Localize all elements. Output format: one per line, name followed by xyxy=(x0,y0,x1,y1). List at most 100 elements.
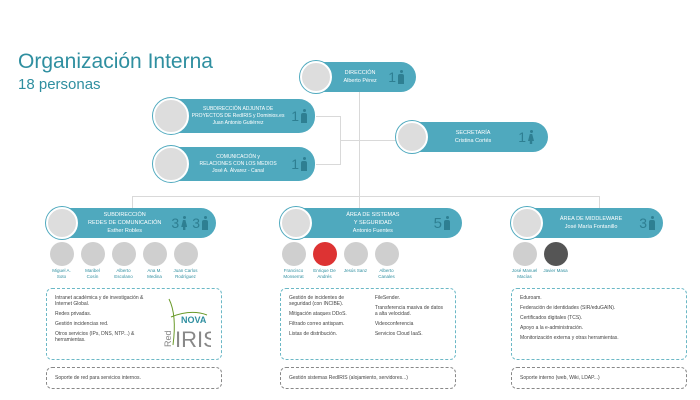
connector-staff-top xyxy=(316,116,341,117)
person-card: Jesús Sanz xyxy=(342,242,369,280)
sistemas-members: Francisco Monserrat Enrique De Andrés Je… xyxy=(280,242,400,280)
middleware-services: Eduroam. Federación de identidades (SIR/… xyxy=(511,288,687,360)
node-name: José María Fontanillo xyxy=(564,224,618,230)
service-item: Videoconferencia xyxy=(374,321,414,327)
avatar xyxy=(111,242,136,266)
service-item: Otros servicios (IPs, DNS, NTP...) & her… xyxy=(55,331,135,343)
headcount: 3 xyxy=(639,215,647,231)
avatar xyxy=(173,242,198,266)
redes-support: Soporte de red para servicios internos. xyxy=(46,367,222,389)
headcount-male: 3 xyxy=(192,215,200,231)
node-title-2: REDES DE COMUNICACIÓN xyxy=(88,220,162,226)
person-card: Miguel A. Soto xyxy=(48,242,75,280)
node-title: SUBDIRECCIÓN xyxy=(103,212,146,218)
redes-members: Miguel A. Soto Maribel Cosín Alberto Esc… xyxy=(48,242,199,280)
person-card: Javier Masa xyxy=(542,242,569,280)
service-item: Mitigación ataques DDoS. xyxy=(289,311,347,317)
avatar xyxy=(543,242,568,266)
avatar xyxy=(142,242,167,266)
redes-node[interactable]: SUBDIRECCIÓN REDES DE COMUNICACIÓN Esther … xyxy=(46,207,216,239)
service-item: Apoyo a la e-administración. xyxy=(520,325,584,331)
rediris-nova-logo: NOVA IRIS Red xyxy=(161,295,218,352)
service-item: Servicios Cloud IaaS. xyxy=(374,331,423,337)
male-icon xyxy=(301,109,307,123)
avatar xyxy=(343,242,368,266)
avatar xyxy=(512,242,537,266)
person-card: Francisco Monserrat xyxy=(280,242,307,280)
node-title-2: RELACIONES CON LOS MEDIOS xyxy=(199,160,277,167)
avatar xyxy=(312,242,337,266)
avatar xyxy=(49,242,74,266)
avatar xyxy=(281,242,306,266)
male-icon xyxy=(202,216,208,230)
node-name: Alberto Pérez xyxy=(343,78,377,84)
page-subtitle: 18 personas xyxy=(18,76,101,93)
headcount: 1 xyxy=(518,129,526,145)
node-name: Esther Robles xyxy=(107,228,142,234)
connector-horizontal xyxy=(132,196,599,197)
person-card: Ana M. Medina xyxy=(141,242,168,280)
avatar xyxy=(153,146,189,182)
headcount: 1 xyxy=(291,156,299,172)
female-icon xyxy=(181,216,187,230)
service-item: Redes privadas. xyxy=(55,311,92,317)
sistemas-services: Gestión de incidentes de seguridad (con … xyxy=(280,288,456,360)
headcount: 1 xyxy=(291,108,299,124)
node-name: Juan Antonio Gutiérrez xyxy=(212,119,264,126)
person-card: Alberto Canales xyxy=(373,242,400,280)
person-card: Alberto Escolano xyxy=(110,242,137,280)
connector-sistemas xyxy=(359,196,360,208)
avatar xyxy=(511,207,543,239)
service-item: Certificados digitales (TCS). xyxy=(520,315,583,321)
service-item: Intranet académica y de investigación & … xyxy=(55,295,144,307)
secretaria-node[interactable]: SECRETARÍA Cristina Cortés 1 xyxy=(396,121,548,153)
person-card: Maribel Cosín xyxy=(79,242,106,280)
node-title: SECRETARÍA xyxy=(455,130,491,136)
logo-nova: NOVA xyxy=(181,315,207,325)
avatar xyxy=(374,242,399,266)
node-title-2: Y SEGURIDAD xyxy=(353,220,392,226)
sistemas-support: Gestión sistemas RedIRIS (alojamiento, s… xyxy=(280,367,456,389)
headcount-female: 3 xyxy=(171,215,180,231)
redes-services: Intranet académica y de investigación & … xyxy=(46,288,222,360)
node-title: COMUNICACIÓN y xyxy=(216,153,260,160)
direccion-node[interactable]: DIRECCIÓN Alberto Pérez 1 xyxy=(300,61,416,93)
service-item: Transferencia masiva de datos a alta vel… xyxy=(374,305,444,317)
service-item: Listas de distribución. xyxy=(289,331,338,337)
avatar xyxy=(280,207,312,239)
person-card: José Manuel Macías xyxy=(511,242,538,280)
connector-staff-mid xyxy=(340,140,400,141)
node-title: DIRECCIÓN xyxy=(344,70,376,76)
service-item: Eduroam. xyxy=(520,295,542,301)
node-title: ÁREA DE MIDDLEWARE xyxy=(559,216,623,222)
avatar xyxy=(46,207,78,239)
middleware-support: Soporte interno (web, Wiki, LDAP...) xyxy=(511,367,687,389)
person-card: Enrique De Andrés xyxy=(311,242,338,280)
service-item: Monitorización externa y otras herramien… xyxy=(520,335,619,341)
service-item: Federación de identidades (SIR/eduGAIN). xyxy=(520,305,616,311)
node-name: Cristina Cortés xyxy=(454,138,492,144)
avatar xyxy=(396,121,428,153)
person-card: Juan Carlos Rodríguez xyxy=(172,242,199,280)
connector-middleware xyxy=(599,196,600,208)
service-item: Gestión incidencias red. xyxy=(55,321,109,327)
male-icon xyxy=(398,70,404,84)
sistemas-node[interactable]: ÁREA DE SISTEMAS Y SEGURIDAD Antonio Fuent… xyxy=(280,207,462,239)
connector-main-vertical xyxy=(359,92,360,196)
avatar xyxy=(80,242,105,266)
node-title: ÁREA DE SISTEMAS xyxy=(346,212,400,218)
node-name: José A. Álvarez - Canal xyxy=(212,167,265,174)
logo-iris: IRIS xyxy=(175,327,211,349)
service-item: Filtrado correo antispam. xyxy=(289,321,345,327)
avatar xyxy=(300,61,332,93)
node-name: Antonio Fuentes xyxy=(352,228,393,234)
connector-staff-bottom xyxy=(316,164,341,165)
headcount: 1 xyxy=(388,69,396,85)
male-icon xyxy=(649,216,655,230)
headcount: 5 xyxy=(433,214,442,232)
page-title: Organización Interna xyxy=(18,50,213,73)
node-title-2: PROYECTOS DE RedIRIS y Dominios.es xyxy=(191,112,285,119)
